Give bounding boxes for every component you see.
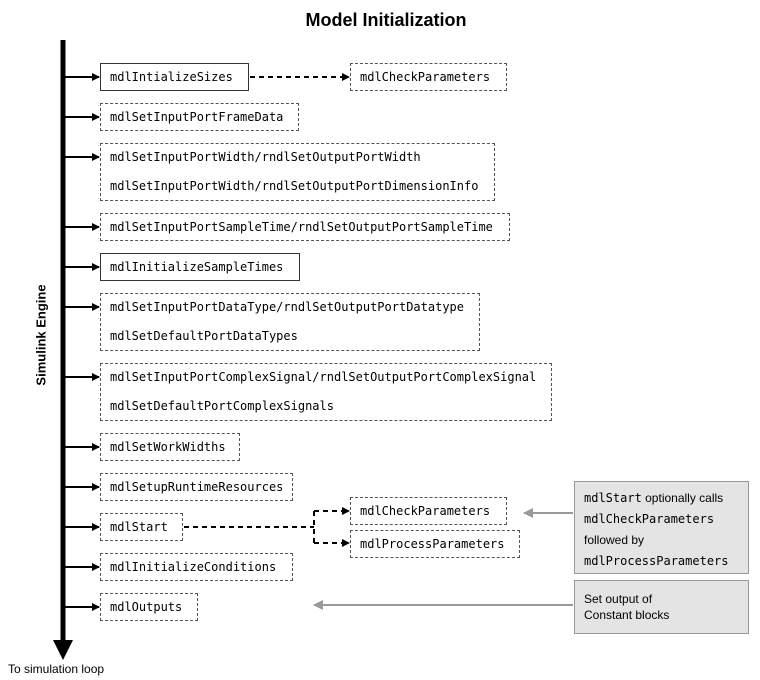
diagram-title: Model Initialization <box>305 10 467 30</box>
simulation-loop-label: To simulation loop <box>8 662 105 676</box>
port-width-row[interactable]: mdlSetInputPortWidth/rndlSetOutputPortWi… <box>110 150 421 164</box>
note-optionally-calls: optionally calls <box>641 491 724 505</box>
default-datatypes-row[interactable]: mdlSetDefaultPortDataTypes <box>110 329 298 343</box>
init-conditions-box[interactable]: mdlInitializeConditions <box>100 553 293 581</box>
outputs-note-line1: Set output of <box>584 592 653 606</box>
note-process-params: mdlProcessParameters <box>584 554 729 568</box>
outputs-note: Set output of Constant blocks <box>574 580 749 634</box>
port-datatype-row[interactable]: mdlSetInputPortDataType/rndlSetOutputPor… <box>110 300 465 314</box>
note-check-params: mdlCheckParameters <box>584 512 715 526</box>
start-box[interactable]: mdlStart <box>100 513 183 541</box>
note-followed-by: followed by <box>584 533 645 547</box>
outputs-note-line2: Constant blocks <box>584 608 670 622</box>
init-sample-times-box[interactable]: mdlInitializeSampleTimes <box>100 253 300 281</box>
outputs-box[interactable]: mdlOutputs <box>100 593 198 621</box>
process-parameters-box[interactable]: mdlProcessParameters <box>350 530 520 558</box>
port-width-group[interactable]: mdlSetInputPortWidth/rndlSetOutputPortWi… <box>100 143 495 201</box>
init-sizes-box[interactable]: mdlIntializeSizes <box>100 63 249 91</box>
work-widths-box[interactable]: mdlSetWorkWidths <box>100 433 240 461</box>
port-complex-signal-row[interactable]: mdlSetInputPortComplexSignal/rndlSetOutp… <box>110 370 537 384</box>
runtime-resources-box[interactable]: mdlSetupRuntimeResources <box>100 473 293 501</box>
frame-data-box[interactable]: mdlSetInputPortFrameData <box>100 103 299 131</box>
port-dimension-info-row[interactable]: mdlSetInputPortWidth/rndlSetOutputPortDi… <box>110 179 479 193</box>
engine-arrowhead <box>53 640 73 660</box>
check-parameters-box[interactable]: mdlCheckParameters <box>350 63 507 91</box>
datatype-group[interactable]: mdlSetInputPortDataType/rndlSetOutputPor… <box>100 293 480 351</box>
default-complex-signals-row[interactable]: mdlSetDefaultPortComplexSignals <box>110 399 334 413</box>
branch-arrows <box>63 73 100 611</box>
engine-label: Simulink Engine <box>33 284 49 386</box>
sample-time-box[interactable]: mdlSetInputPortSampleTime/rndlSetOutputP… <box>100 213 510 241</box>
start-note: mdlStart optionally calls mdlCheckParame… <box>574 481 749 574</box>
start-fork-dashed-arrows <box>184 507 350 547</box>
complex-signal-group[interactable]: mdlSetInputPortComplexSignal/rndlSetOutp… <box>100 363 552 421</box>
check-parameters-box-2[interactable]: mdlCheckParameters <box>350 497 507 525</box>
note-start-method: mdlStart <box>584 491 642 505</box>
